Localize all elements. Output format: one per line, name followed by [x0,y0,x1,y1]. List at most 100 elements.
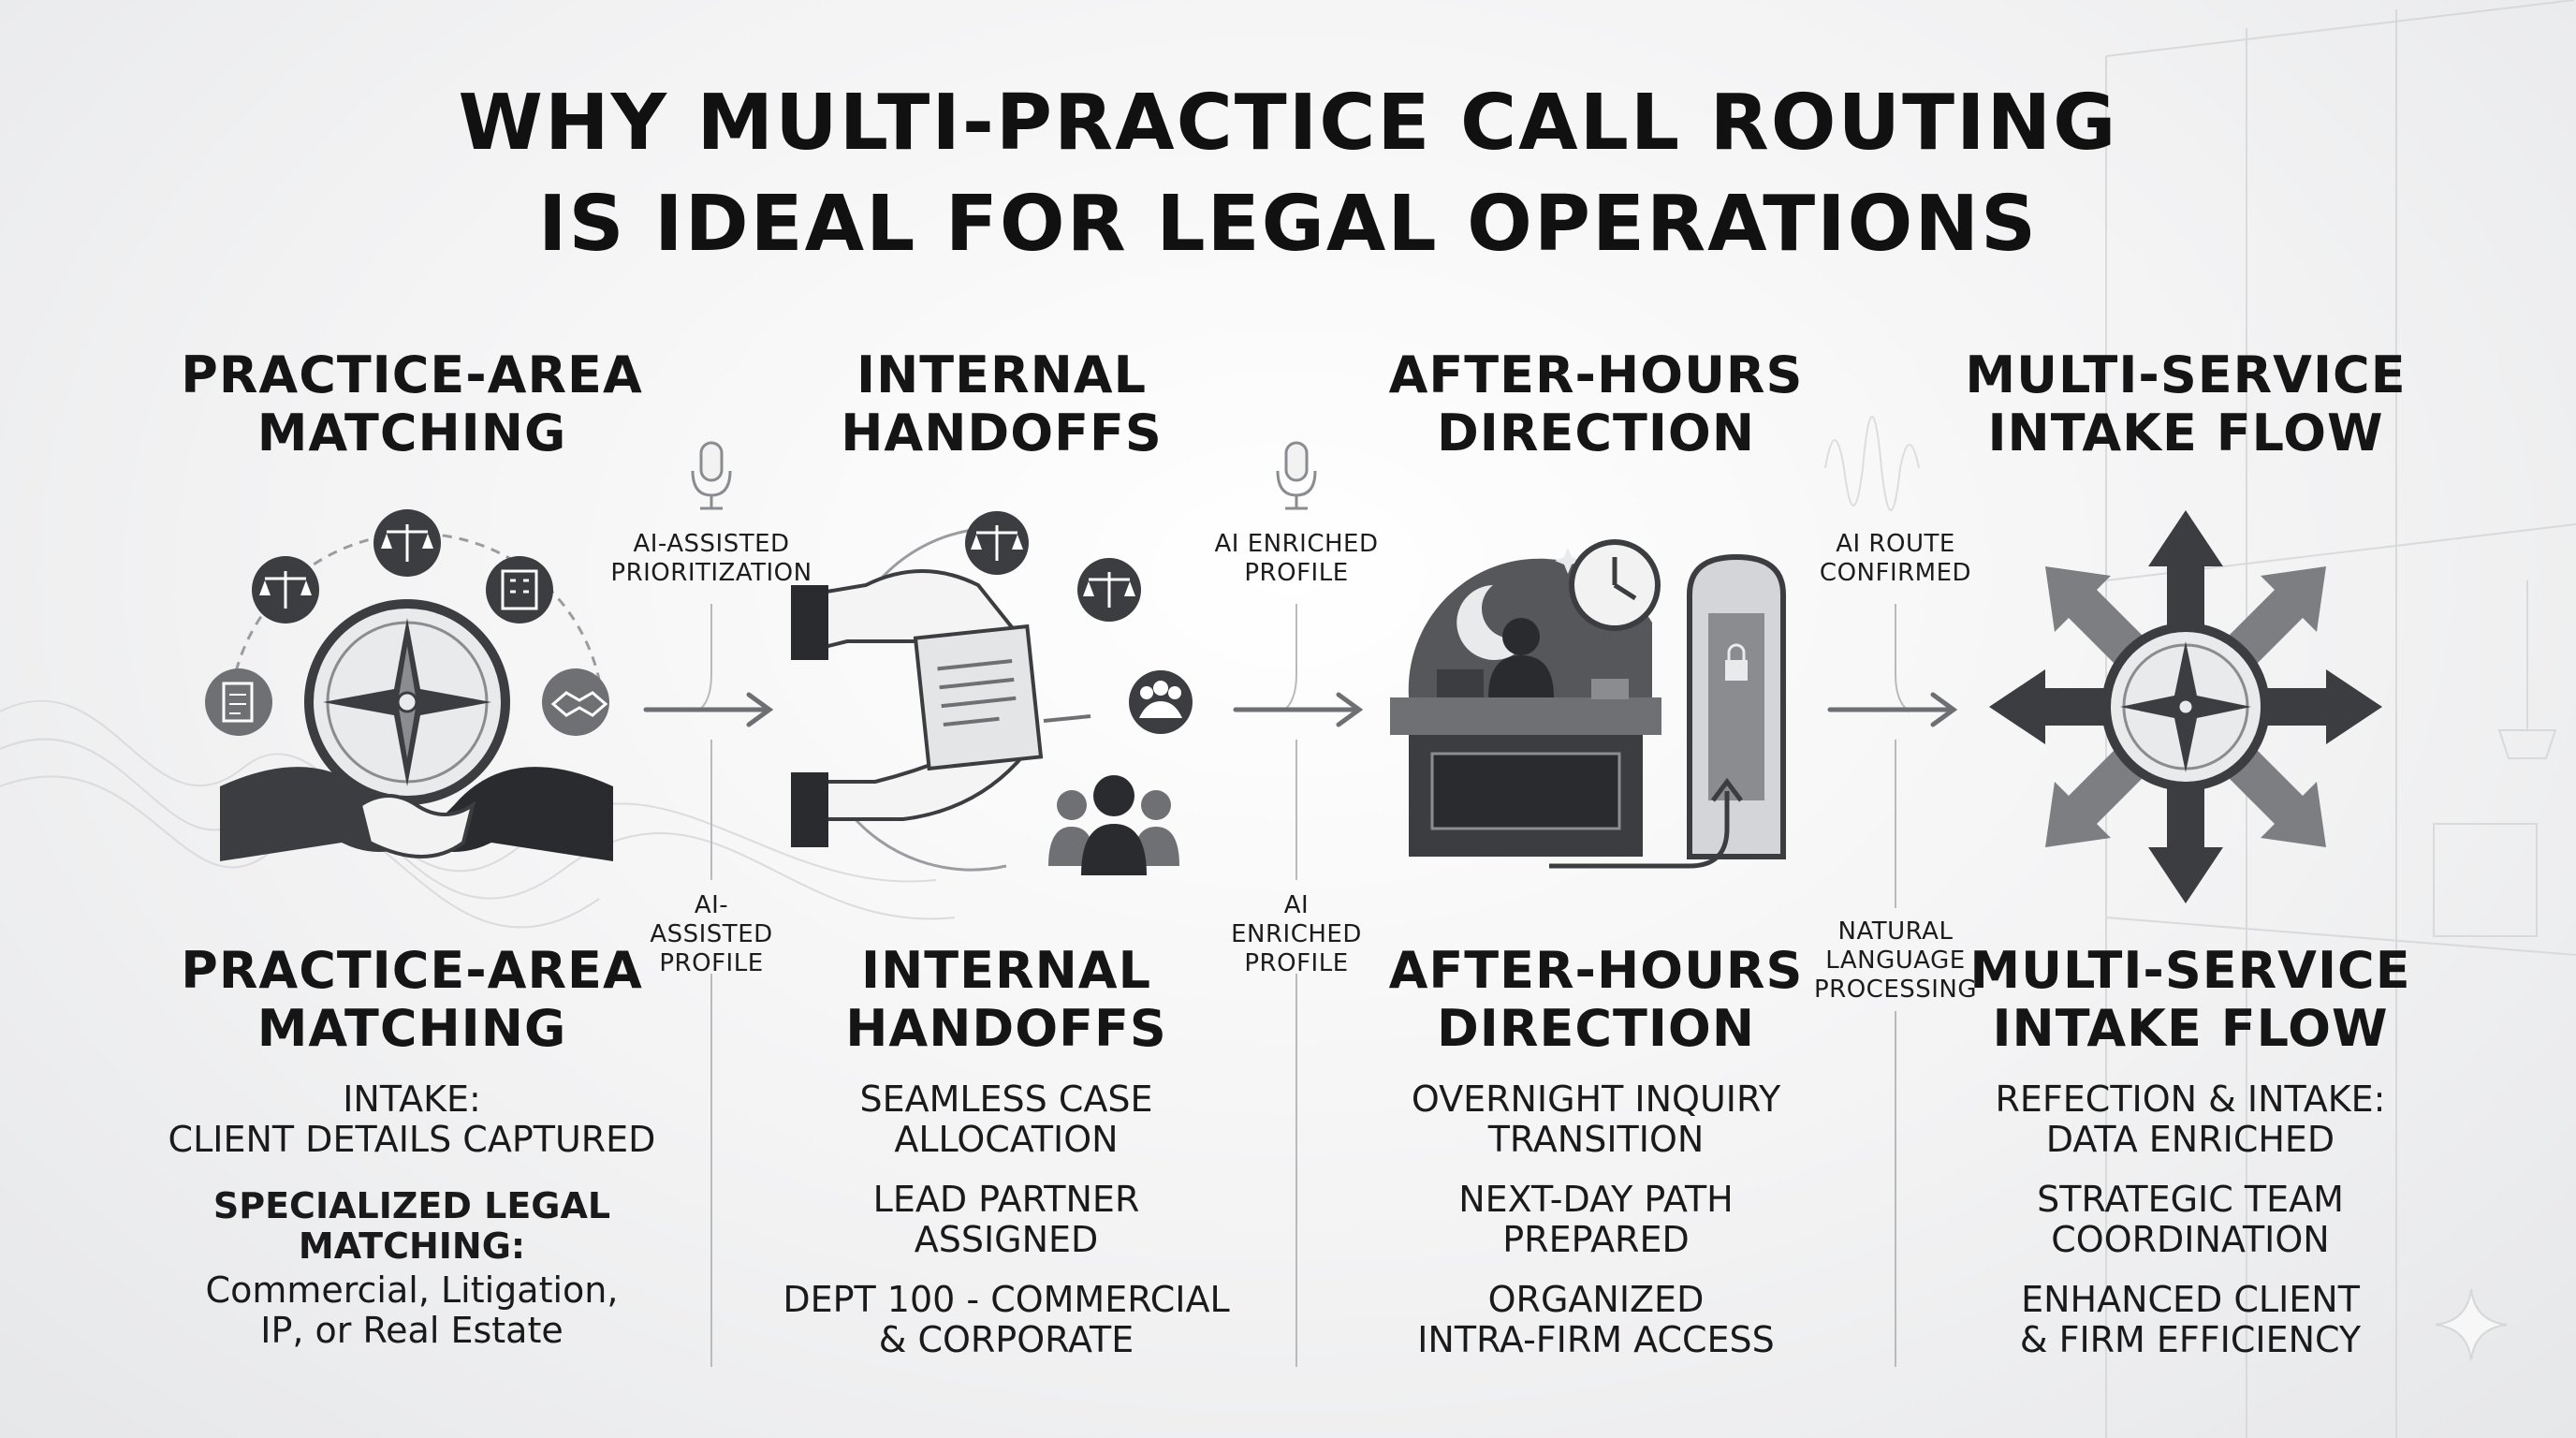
column-1-detail-3: Commercial, Litigation, IP, or Real Esta… [131,1270,693,1351]
column-3-subheading: AFTER-HOURS DIRECTION [1315,942,1877,1058]
clock-icon [1569,539,1661,631]
connector-2-label-top: AI ENRICHED PROFILE [1184,530,1409,588]
connector-2-label-bottom: AI ENRICHED PROFILE [1184,891,1409,978]
column-3-detail-1: OVERNIGHT INQUIRY TRANSITION [1315,1079,1877,1160]
column-2-detail-1: SEAMLESS CASE ALLOCATION [725,1079,1287,1160]
arrows-icon [1989,510,2382,903]
column-3-heading: AFTER-HOURS DIRECTION [1315,346,1877,462]
people-icon [1048,775,1179,875]
detail-line: ORGANIZED [1487,1279,1705,1320]
column-1-subheading-line-1: PRACTICE-AREA [181,941,643,1000]
connector-1-label-top: AI-ASSISTED PRIORITIZATION [599,530,824,588]
detail-line: PREPARED [1502,1219,1690,1260]
document-icon [205,668,272,736]
column-1-heading: PRACTICE-AREA MATCHING [131,346,693,462]
connector-2-bottom-line-2: ENRICHED [1231,920,1362,948]
detail-line: & CORPORATE [878,1319,1134,1360]
arrow-right-icon [1233,692,1364,727]
connector-3-bottom-line-3: PROCESSING [1813,976,1978,1004]
detail-line: ALLOCATION [894,1119,1119,1160]
connector-3-bottom-line-2: LANGUAGE [1825,946,1966,975]
scales-icon [965,511,1029,575]
detail-line: ENHANCED CLIENT [2021,1279,2360,1320]
column-3-detail-3: ORGANIZED INTRA-FIRM ACCESS [1315,1280,1877,1360]
microphone-icon [691,441,732,510]
column-1-subheading: PRACTICE-AREA MATCHING [131,942,693,1058]
compass-icon [2101,623,2270,791]
connector-1-top-line-1: AI-ASSISTED [633,530,790,558]
column-2-detail-2: LEAD PARTNER ASSIGNED [725,1180,1287,1260]
arrow-right-icon [643,692,774,727]
column-4-heading-line-2: INTAKE FLOW [1987,404,2384,462]
column-4-heading-line-1: MULTI-SERVICE [1965,345,2407,404]
column-2-heading-line-2: HANDOFFS [841,404,1163,462]
connector-3-top-line-1: AI ROUTE [1836,530,1955,558]
column-1-detail-2: SPECIALIZED LEGAL MATCHING: [131,1186,693,1267]
column-4-detail-3: ENHANCED CLIENT & FIRM EFFICIENCY [1905,1280,2476,1360]
detail-line: DATA ENRICHED [2045,1119,2335,1160]
column-2-heading: INTERNAL HANDOFFS [721,346,1282,462]
detail-line: Commercial, Litigation, [205,1269,619,1311]
detail-line: INTAKE: [343,1078,481,1120]
document-icon [913,624,1044,771]
column-4-heading: MULTI-SERVICE INTAKE FLOW [1905,346,2466,462]
column-3-subheading-line-1: AFTER-HOURS [1388,941,1804,1000]
column-1-detail-1: INTAKE: CLIENT DETAILS CAPTURED [131,1079,693,1160]
detail-line: CLIENT DETAILS CAPTURED [168,1119,656,1160]
connector-2-bottom-line-3: PROFILE [1244,949,1349,977]
column-2-subheading-line-1: INTERNAL [861,941,1151,1000]
connector-3-top-line-2: CONFIRMED [1819,559,1972,587]
column-4-subheading: MULTI-SERVICE INTAKE FLOW [1905,942,2476,1058]
connector-3-bottom-line-1: NATURAL [1837,917,1954,946]
column-2-subheading: INTERNAL HANDOFFS [725,942,1287,1058]
connector-1-top-line-2: PRIORITIZATION [610,559,812,587]
column-2-subheading-line-2: HANDOFFS [845,999,1167,1058]
detail-line: COORDINATION [2051,1219,2330,1260]
detail-line: OVERNIGHT INQUIRY [1411,1078,1781,1120]
handshake-icon [220,767,613,861]
detail-line: REFECTION & INTAKE: [1995,1078,2386,1120]
path-arrow-icon [1549,791,1730,869]
scales-icon [252,556,319,624]
detail-line: STRATEGIC TEAM [2037,1179,2344,1220]
column-4-subheading-line-1: MULTI-SERVICE [1969,941,2411,1000]
connector-1-label-bottom: AI- ASSISTED PROFILE [599,891,824,978]
title-line-1: WHY MULTI-PRACTICE CALL ROUTING [458,79,2118,168]
column-3-heading-line-1: AFTER-HOURS [1388,345,1804,404]
connector-1-bottom-line-3: PROFILE [659,949,764,977]
column-2-detail-3: DEPT 100 - COMMERCIAL & CORPORATE [725,1280,1287,1360]
scales-icon [373,509,441,577]
flow-arrows [643,692,1958,727]
detail-line: TRANSITION [1487,1119,1705,1160]
arrow-right-icon [1827,692,1958,727]
connector-1-bottom-line-2: ASSISTED [650,920,773,948]
handshake-icon [542,668,609,736]
column-3-subheading-line-2: DIRECTION [1436,999,1756,1058]
detail-line: NEXT-DAY PATH [1458,1179,1734,1220]
desk-icon [1390,679,1661,857]
column-4-detail-1: REFECTION & INTAKE: DATA ENRICHED [1905,1079,2476,1160]
column-3-heading-line-2: DIRECTION [1436,404,1756,462]
column-1-heading-line-1: PRACTICE-AREA [181,345,643,404]
connector-1-bottom-line-1: AI- [694,891,729,919]
connector-2-top-line-1: AI ENRICHED [1214,530,1379,558]
title-line-2: IS IDEAL FOR LEGAL OPERATIONS [537,180,2039,269]
intake-flow-illustration [1989,510,2382,903]
column-3-detail-2: NEXT-DAY PATH PREPARED [1315,1180,1877,1260]
internal-handoffs-illustration [791,511,1193,875]
column-2-heading-line-1: INTERNAL [856,345,1147,404]
column-4-subheading-line-2: INTAKE FLOW [1992,999,2389,1058]
connector-3-label-top: AI ROUTE CONFIRMED [1783,530,2008,588]
after-hours-illustration [1390,539,1786,869]
detail-line: IP, or Real Estate [260,1310,564,1351]
hands-icon [791,569,1028,847]
connector-2-bottom-line-1: AI [1283,891,1310,919]
sparkle-icon [2435,1288,2508,1361]
scales-icon [1077,558,1141,622]
detail-line: DEPT 100 - COMMERCIAL [783,1279,1230,1320]
column-4-detail-2: STRATEGIC TEAM COORDINATION [1905,1180,2476,1260]
building-icon [486,556,553,624]
microphone-icon [1276,441,1317,510]
column-1-heading-line-2: MATCHING [256,404,567,462]
